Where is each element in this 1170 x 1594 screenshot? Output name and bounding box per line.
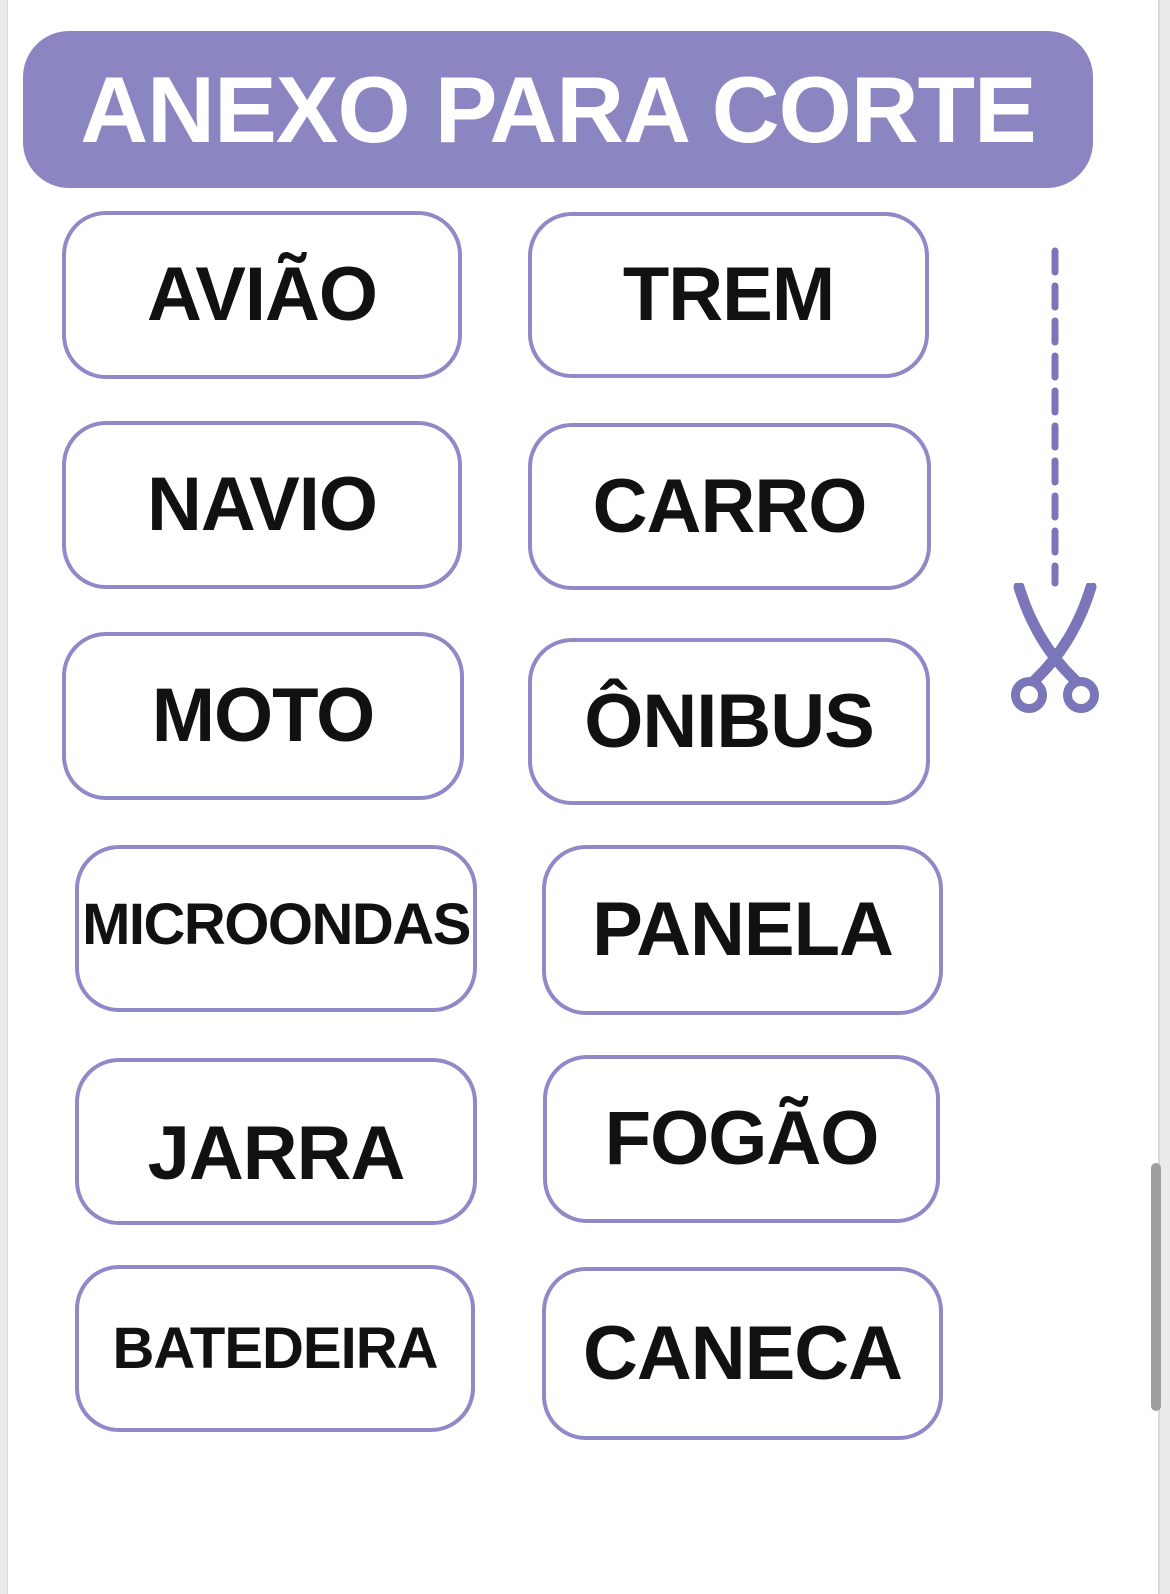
word-label: NAVIO <box>146 462 378 547</box>
word-label: JARRA <box>147 1110 406 1196</box>
word-card-jarra: JARRA <box>75 1058 477 1225</box>
page-title: ANEXO PARA CORTE <box>80 56 1036 162</box>
word-card-onibus: ÔNIBUS <box>528 638 930 805</box>
word-card-aviao: AVIÃO <box>62 211 462 379</box>
word-label: PANELA <box>592 887 894 972</box>
word-label: AVIÃO <box>146 252 378 337</box>
dashed-cut-line-icon <box>1051 247 1059 587</box>
viewer-left-gutter <box>0 0 8 1594</box>
word-label: BATEDEIRA <box>112 1315 438 1381</box>
word-label: CANECA <box>582 1310 903 1396</box>
scrollbar-thumb[interactable] <box>1151 1163 1161 1411</box>
word-label: CARRO <box>592 463 868 549</box>
word-label: TREM <box>622 252 835 337</box>
scissors-icon <box>1011 583 1099 713</box>
word-card-trem: TREM <box>528 212 929 378</box>
word-label: ÔNIBUS <box>584 678 875 764</box>
word-card-microondas: MICROONDAS <box>75 845 477 1012</box>
word-card-caneca: CANECA <box>542 1267 943 1440</box>
page-title-banner: ANEXO PARA CORTE <box>23 31 1093 188</box>
word-label: MICROONDAS <box>82 891 471 957</box>
word-card-navio: NAVIO <box>62 421 462 589</box>
word-card-batedeira: BATEDEIRA <box>75 1265 475 1432</box>
word-label: MOTO <box>151 673 376 758</box>
word-card-fogao: FOGÃO <box>543 1055 940 1223</box>
word-card-carro: CARRO <box>528 423 931 590</box>
viewer-right-gutter <box>1158 0 1170 1594</box>
word-label: FOGÃO <box>604 1096 880 1181</box>
word-card-panela: PANELA <box>542 845 943 1015</box>
word-card-moto: MOTO <box>62 632 464 800</box>
